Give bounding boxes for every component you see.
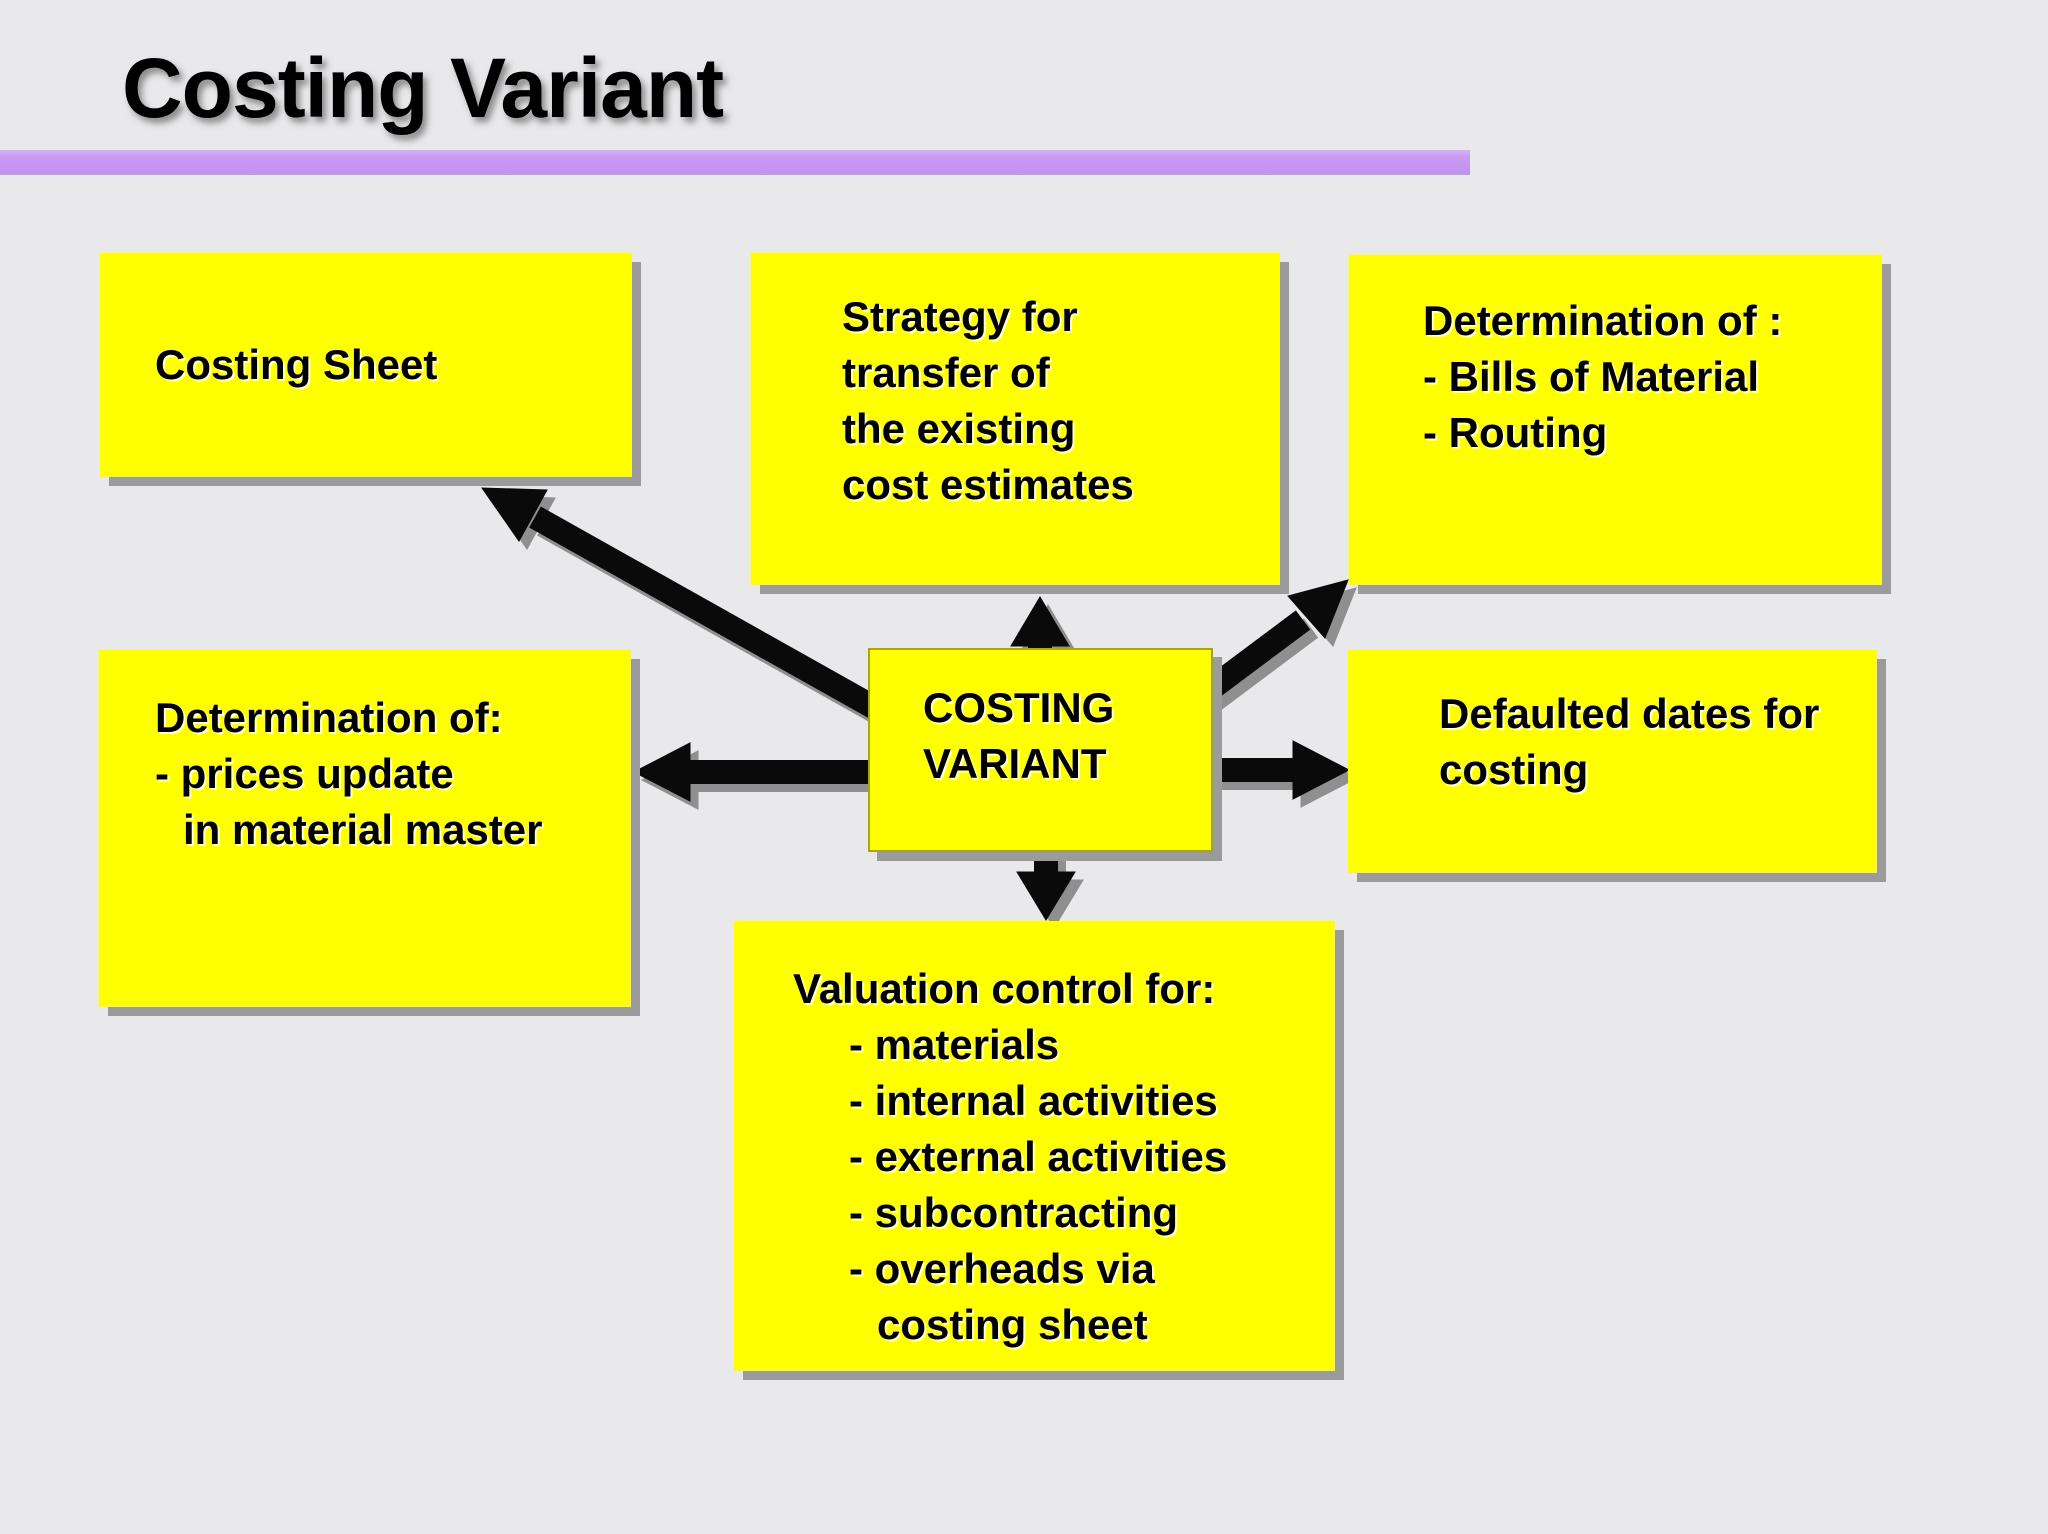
box-text-line: costing sheet bbox=[877, 1301, 1148, 1348]
box-text-line: - Bills of Material bbox=[1423, 353, 1760, 400]
box-text-line: - materials bbox=[849, 1021, 1060, 1068]
box-text-line: cost estimates bbox=[842, 461, 1134, 508]
box-text-line: in material master bbox=[183, 806, 543, 853]
title-accent-bar bbox=[0, 150, 1470, 175]
diagonal-up-left-arrow-icon bbox=[481, 487, 906, 733]
box-determination-prices: Determination of: - prices update in mat… bbox=[99, 650, 631, 1007]
box-costing-sheet: Costing Sheet bbox=[100, 253, 632, 477]
box-costing-variant-center: COSTING VARIANT bbox=[868, 648, 1213, 852]
box-text-line: - subcontracting bbox=[849, 1189, 1179, 1236]
box-text-line: - Routing bbox=[1423, 409, 1608, 456]
box-text-line: Valuation control for: bbox=[793, 965, 1216, 1012]
box-text-line: - internal activities bbox=[849, 1077, 1218, 1124]
box-text-line: Costing Sheet bbox=[155, 341, 438, 388]
box-strategy-transfer: Strategy for transfer of the existing co… bbox=[751, 253, 1280, 585]
box-text-line: - prices update bbox=[155, 750, 454, 797]
left-arrow-icon bbox=[632, 742, 900, 802]
box-text-line: Defaulted dates for bbox=[1439, 690, 1820, 737]
box-text-line: transfer of bbox=[842, 349, 1050, 396]
box-text-line: COSTING bbox=[923, 684, 1115, 731]
box-valuation-control: Valuation control for: - materials - int… bbox=[734, 921, 1335, 1371]
page-title: Costing Variant bbox=[122, 41, 724, 135]
box-determination-bom-routing: Determination of : - Bills of Material -… bbox=[1349, 255, 1882, 585]
box-text-line: - external activities bbox=[849, 1133, 1228, 1180]
box-text-line: Strategy for bbox=[842, 293, 1078, 340]
box-text-line: Determination of: bbox=[155, 694, 503, 741]
box-text-line: - overheads via bbox=[849, 1245, 1155, 1292]
box-defaulted-dates: Defaulted dates for costing bbox=[1348, 650, 1877, 873]
box-text-line: VARIANT bbox=[923, 740, 1107, 787]
box-text-line: Determination of : bbox=[1423, 297, 1783, 344]
box-text-line: costing bbox=[1439, 746, 1589, 793]
box-text-line: the existing bbox=[842, 405, 1076, 452]
